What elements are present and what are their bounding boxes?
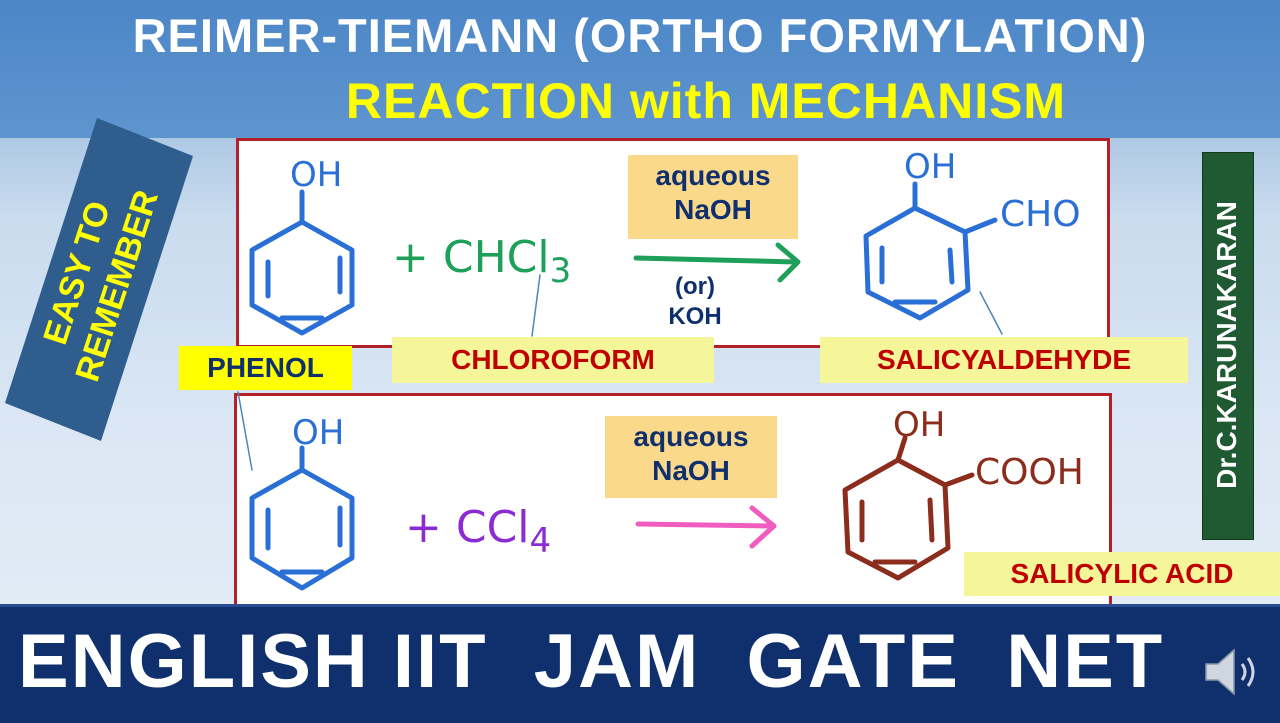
reagent-ccl4: + CCl4 — [405, 502, 551, 561]
alt-koh-label: KOH — [668, 303, 722, 330]
header-banner — [0, 0, 1280, 138]
phenol-oh-2: OH — [292, 413, 344, 453]
reaction1-condition-line2: NaOH — [674, 194, 752, 225]
page-title: REIMER-TIEMANN (ORTHO FORMYLATION) — [132, 9, 1148, 62]
salicyaldehyde-oh: OH — [904, 147, 956, 187]
salicyaldehyde-structure — [863, 181, 998, 321]
footer-text: ENGLISH IIT JAM GATE NET — [18, 619, 1165, 704]
reagent-chcl3-sub: 3 — [550, 251, 572, 291]
reagent-ccl4-sub: 4 — [530, 521, 552, 561]
footer-banner — [0, 604, 1280, 723]
label-salicylic-acid: SALICYLIC ACID — [964, 552, 1280, 596]
salicyaldehyde-cho: CHO — [1000, 194, 1081, 235]
speaker-icon[interactable] — [1200, 640, 1264, 704]
reaction2-condition-line1: aqueous — [633, 421, 749, 452]
reaction1-arrow — [633, 242, 801, 283]
page-subtitle: REACTION with MECHANISM — [345, 73, 1067, 129]
reaction2-condition-line2: NaOH — [652, 455, 730, 486]
alt-or-label: (or) — [675, 273, 715, 300]
reaction1-condition-box: aqueous NaOH — [628, 155, 798, 239]
label-chloroform: CHLOROFORM — [392, 337, 714, 383]
reaction1-condition-line1: aqueous — [655, 160, 771, 191]
easy-to-remember-badge: EASY TO REMEMBER — [5, 118, 193, 441]
pointer-lines — [237, 274, 1003, 471]
author-badge — [1202, 152, 1254, 540]
reagent-ccl4-text: + CCl — [405, 502, 530, 553]
label-salicyaldehyde: SALICYALDEHYDE — [820, 337, 1188, 383]
salicylic-acid-cooh: COOH — [975, 452, 1084, 493]
reaction1-alt-condition: (or) KOH — [640, 272, 750, 332]
reaction2-arrow — [635, 505, 777, 549]
phenol-oh-1: OH — [290, 155, 342, 195]
phenol-structure-1 — [249, 189, 355, 336]
reagent-chcl3-text: + CHCl — [392, 232, 550, 283]
salicylic-acid-structure — [842, 435, 975, 581]
reaction2-condition-box: aqueous NaOH — [605, 416, 777, 498]
label-phenol: PHENOL — [179, 346, 352, 390]
salicylic-acid-oh: OH — [893, 405, 945, 445]
phenol-structure-2 — [249, 445, 355, 591]
reagent-chcl3: + CHCl3 — [392, 232, 571, 291]
